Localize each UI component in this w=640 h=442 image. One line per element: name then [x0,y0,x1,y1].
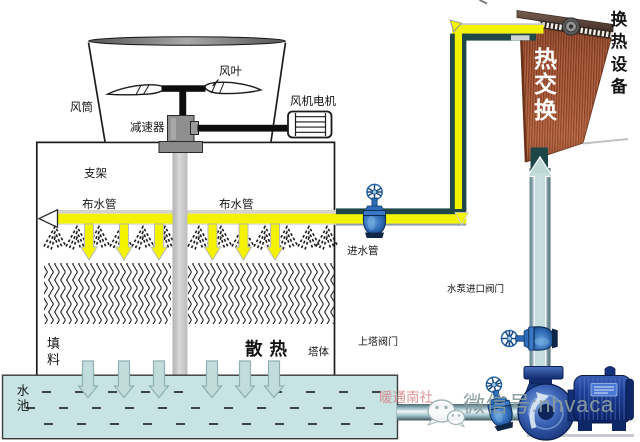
central-drive-column [172,152,188,376]
label-fan-motor: 风机电机 [290,95,336,108]
coupling [190,121,199,135]
water-basin [1,374,399,440]
riser-pipe [526,147,554,374]
label-fan-stack: 风筒 [70,101,93,114]
fan-stack-rim [88,36,286,46]
hot-water-supply-pipe [449,19,545,226]
fan-blade-pointer-line [212,79,219,87]
pump-flow-arrow-icon [536,392,549,405]
label-distribution-pipe-left: 布水管 [82,198,117,211]
pump-motor [573,366,634,431]
inlet-pipe-valve [362,183,387,239]
hot-water-pipes [37,208,467,229]
exchanger-tube-teeth [537,21,613,38]
fill-packing-left [44,263,171,324]
watermark-wechat-id: 微信号:nhvaca [463,392,615,417]
distribution-pipe [56,213,467,224]
label-tower-body: 塔体 [308,346,329,358]
pipe-corner-arrow-bottom-icon [454,212,470,226]
label-inlet-pipe: 进水管 [347,244,379,257]
label-tower-supply-valve: 上塔阀门 [358,336,398,348]
drive-shaft [197,124,289,132]
riser-valve [500,326,559,351]
water-surface-dashes [26,391,383,425]
label-water-basin: 水池 [16,384,30,413]
pump [517,366,634,441]
fill-packing-right [188,263,334,324]
hot-pipe-top-run [452,25,544,34]
exchanger-hub [561,17,581,36]
heat-exchanger [516,10,629,163]
label-fan-blade: 风叶 [219,66,242,78]
label-distribution-pipe-right: 布水管 [219,198,254,211]
basin [1,374,399,440]
label-heat-exchange-equipment: 换热设备 [610,11,628,96]
label-fill-material: 填料 [46,336,60,367]
exchanger-shadow-line [582,138,629,145]
label-heat-dissipation: 散热 [245,339,294,359]
gearbox-base [158,141,203,153]
label-heat-exchange: 热交换 [534,46,557,123]
pipe-corner-arrow-top-icon [449,19,463,33]
watermark-brand: 暖通南社 [379,390,433,405]
fan-motor-body [287,110,333,139]
label-pump-inlet-valve: 水泵进口阀门 [447,284,505,295]
outlet-pipe-edge [336,208,467,215]
fan-shaft [179,90,187,117]
fan-assembly [87,36,333,153]
distribution-pipe-top-edge [56,210,336,214]
discharge-flange [523,366,564,380]
fan-hub [161,85,206,92]
label-gear-reducer: 减速器 [130,121,165,134]
wechat-icon [426,399,466,428]
label-support-frame: 支架 [84,168,107,180]
flow-arrow-left-icon [37,208,59,229]
crop-mark [479,0,488,5]
